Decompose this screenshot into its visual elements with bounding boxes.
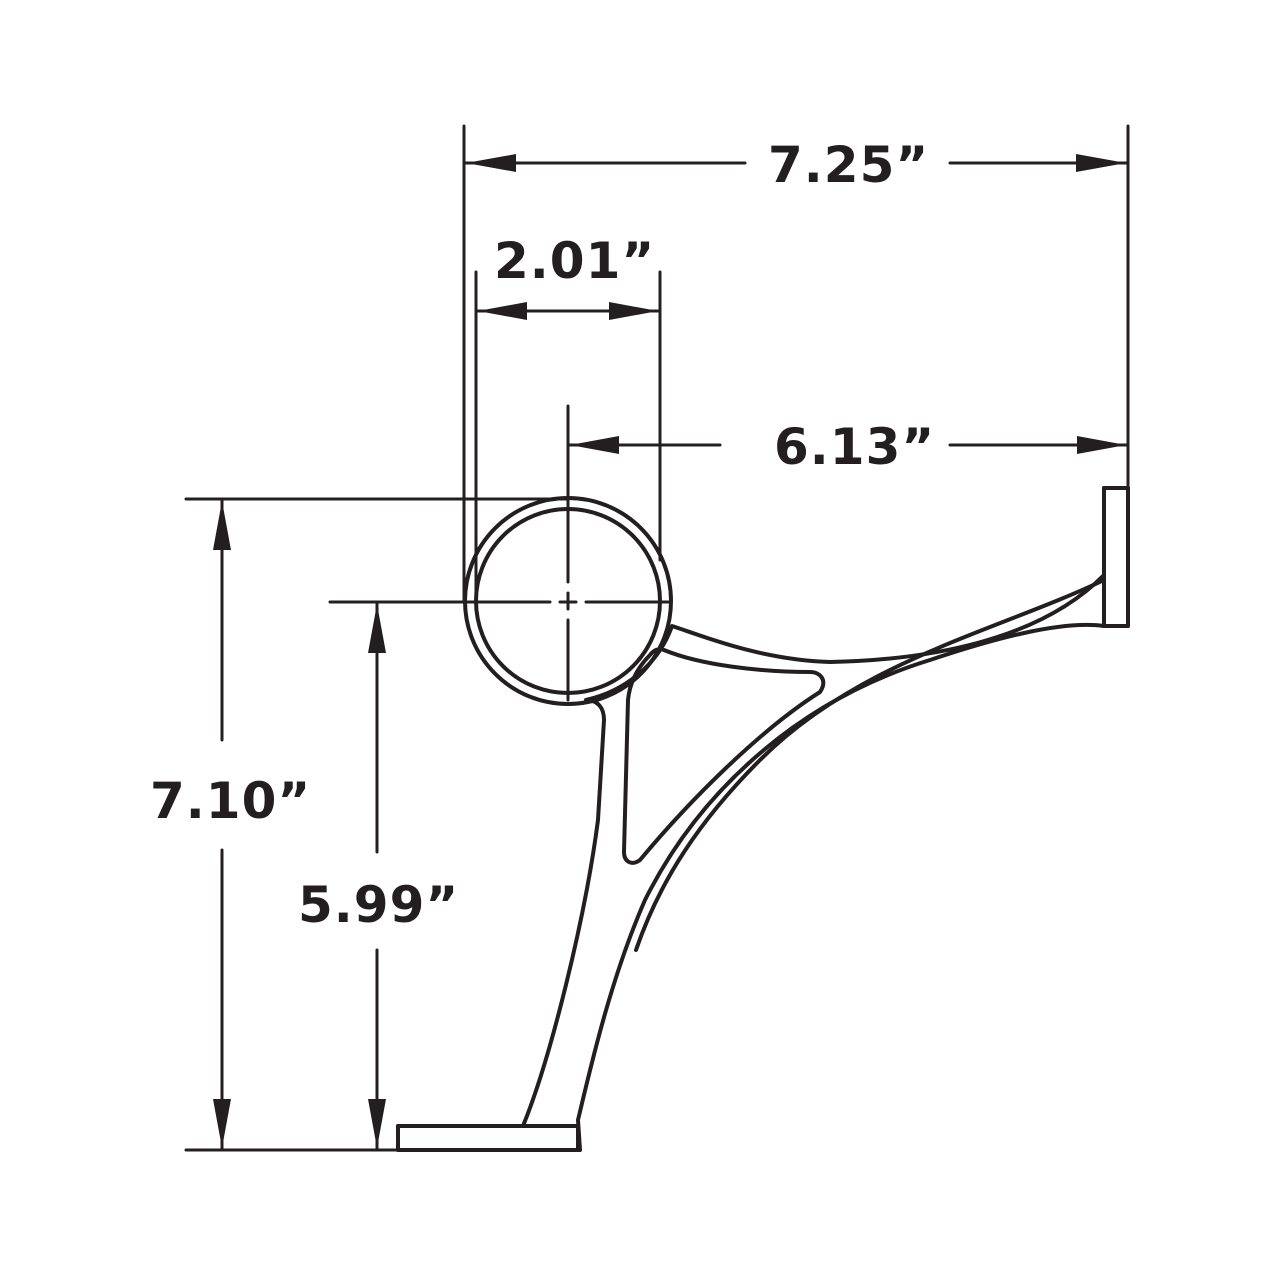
label-overall-height: 7.10” — [150, 772, 312, 830]
dimension-overall-width — [464, 154, 1128, 172]
dimension-rail-center-to-wall — [568, 436, 1128, 454]
label-rail-center-to-wall: 6.13” — [774, 418, 936, 476]
dimension-rail-diameter — [476, 302, 660, 320]
extension-lines — [184, 124, 1130, 1152]
dimension-rail-center-height — [368, 602, 386, 1150]
rail-tube — [463, 496, 673, 706]
label-rail-center-height: 5.99” — [298, 876, 460, 934]
center-mark — [464, 496, 672, 702]
label-rail-diameter: 2.01” — [494, 232, 656, 290]
wall-flange — [1102, 486, 1130, 628]
bracket-cutout — [622, 647, 826, 865]
dimension-overall-height — [213, 499, 231, 1150]
base-flange — [396, 1124, 580, 1152]
bracket-body — [396, 486, 1130, 1152]
label-overall-width: 7.25” — [768, 136, 930, 194]
